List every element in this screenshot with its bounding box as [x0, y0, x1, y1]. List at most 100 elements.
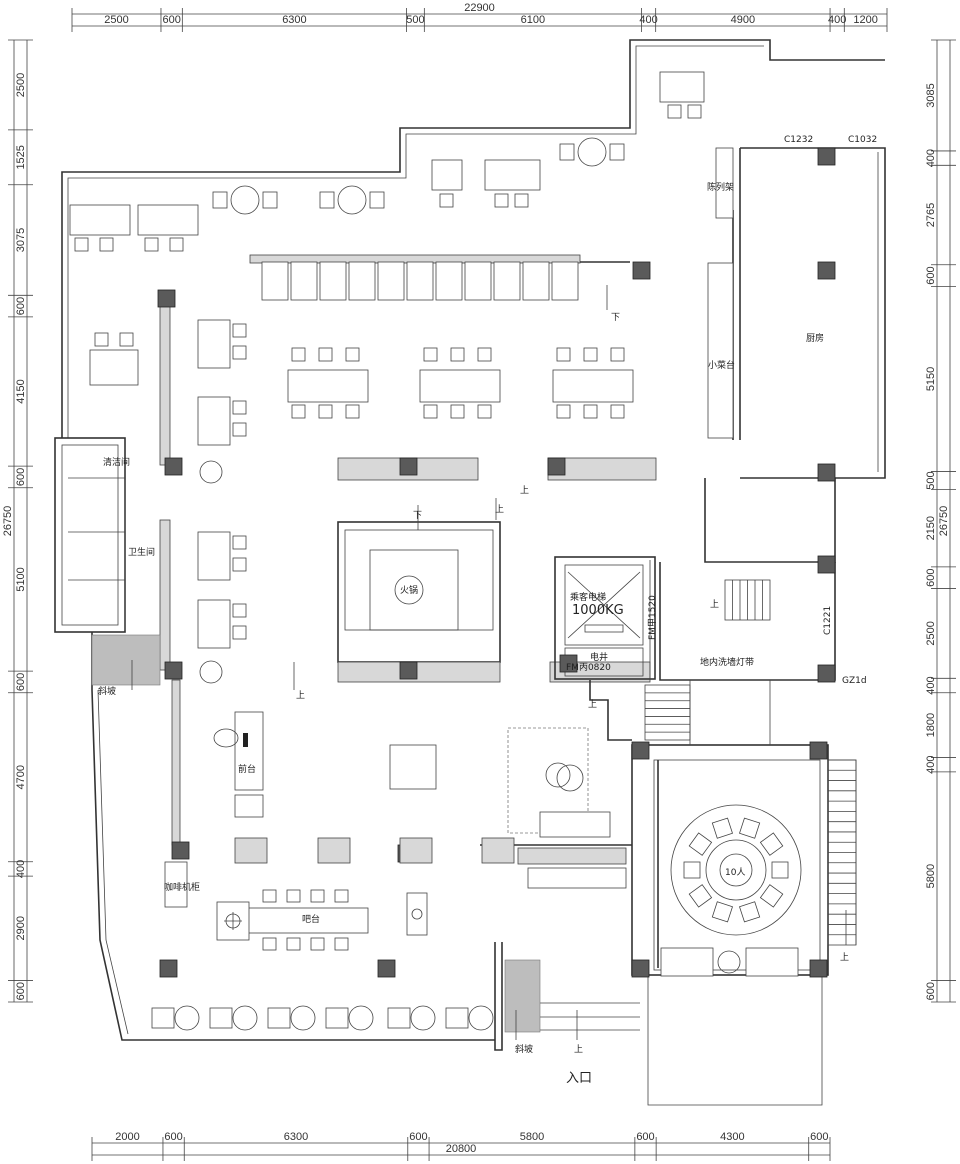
- dimension-value: 4150: [15, 379, 27, 403]
- table: [197, 599, 231, 649]
- planter: [199, 460, 223, 484]
- chair: [267, 1007, 291, 1029]
- chair: [262, 937, 277, 951]
- dimension-value: 3085: [925, 83, 937, 107]
- label-shaft-door: FM丙0820: [566, 662, 611, 673]
- chair: [318, 404, 333, 419]
- chair: [318, 347, 333, 362]
- column: [632, 261, 651, 280]
- label-window-c1232: C1232: [784, 135, 813, 145]
- arrow-down-label: 下: [611, 313, 620, 323]
- column: [631, 741, 650, 760]
- dimension-total: 26750: [2, 506, 14, 537]
- table: [419, 369, 501, 403]
- table: [69, 204, 131, 236]
- booth-seat: [377, 261, 405, 301]
- dimension-value: 2900: [15, 916, 27, 940]
- dimension-value: 2000: [115, 1131, 139, 1143]
- round-table: [230, 185, 260, 215]
- chair: [232, 323, 247, 338]
- label-ramp-left: 斜坡: [98, 685, 116, 697]
- chair: [514, 193, 529, 208]
- chair: [169, 237, 184, 252]
- dimension-value: 2500: [104, 14, 128, 26]
- column: [817, 261, 836, 280]
- chair: [291, 347, 306, 362]
- chair: [450, 404, 465, 419]
- chair: [423, 404, 438, 419]
- sofa-seat: [481, 837, 515, 864]
- chair: [232, 625, 247, 640]
- dimension-value: 600: [810, 1131, 828, 1143]
- chair: [212, 191, 228, 209]
- chair: [583, 404, 598, 419]
- hotpot-table: [369, 549, 459, 631]
- round-table: [290, 1005, 316, 1031]
- column: [817, 555, 836, 574]
- chair: [232, 603, 247, 618]
- arrow-up-label: 上: [840, 952, 849, 963]
- label-stair-door: FM甲1520: [647, 595, 658, 640]
- dimension-value: 400: [15, 860, 27, 878]
- chair: [610, 404, 625, 419]
- chair: [334, 889, 349, 903]
- dimension-value: 600: [15, 673, 27, 691]
- dimension-value: 3075: [15, 228, 27, 252]
- table: [431, 159, 463, 191]
- chair: [387, 1007, 411, 1029]
- dimension-value: 1200: [853, 14, 877, 26]
- dimension-value: 5800: [520, 1131, 544, 1143]
- dimension-total: 26750: [938, 506, 950, 537]
- sofa-seat: [399, 837, 433, 864]
- dimension-value: 600: [15, 297, 27, 315]
- dimension-value: 1800: [925, 713, 937, 737]
- dimension-value: 400: [925, 149, 937, 167]
- column: [159, 959, 178, 978]
- dimension-value: 2150: [925, 516, 937, 540]
- chair: [291, 404, 306, 419]
- dimension-value: 600: [15, 468, 27, 486]
- chair: [209, 1007, 233, 1029]
- chair: [688, 832, 713, 856]
- dimension-value: 600: [15, 982, 27, 1000]
- label-electrical-shaft: 电井: [590, 651, 608, 663]
- chair: [232, 557, 247, 572]
- table: [552, 369, 634, 403]
- chair: [667, 104, 682, 119]
- sofa-seat: [317, 837, 351, 864]
- dimension-value: 500: [406, 14, 424, 26]
- booth-seat: [406, 261, 434, 301]
- dimension-total: 20800: [446, 1143, 477, 1155]
- dimension-value: 600: [162, 14, 180, 26]
- label-elevator: 乘客电梯: [570, 591, 606, 603]
- chair: [759, 832, 784, 856]
- dimension-value: 6300: [282, 14, 306, 26]
- dimension-value: 600: [925, 568, 937, 586]
- chair: [345, 347, 360, 362]
- booth-seat: [435, 261, 463, 301]
- chair: [739, 817, 761, 839]
- dimension-chain-left: 2500152530756004150600510060047004002900…: [2, 39, 33, 1003]
- round-table: [410, 1005, 436, 1031]
- stair-lower: [644, 684, 691, 741]
- column: [399, 457, 418, 476]
- label-bar-counter: 吧台: [302, 913, 320, 925]
- chair: [610, 347, 625, 362]
- label-elevator-capacity: 1000KG: [572, 603, 624, 618]
- dimension-value: 2500: [925, 621, 937, 645]
- dimension-value: 4300: [720, 1131, 744, 1143]
- label-window-c1032: C1032: [848, 135, 877, 145]
- round-table: [348, 1005, 374, 1031]
- chair: [119, 332, 134, 347]
- sofa-seat: [234, 837, 268, 864]
- booth-seat: [290, 261, 318, 301]
- dimension-value: 600: [925, 982, 937, 1000]
- column: [817, 463, 836, 482]
- arrow-up-label: 上: [574, 1044, 583, 1055]
- dimension-value: 600: [636, 1131, 654, 1143]
- dimension-value: 400: [639, 14, 657, 26]
- chair: [609, 143, 625, 161]
- round-table: [468, 1005, 494, 1031]
